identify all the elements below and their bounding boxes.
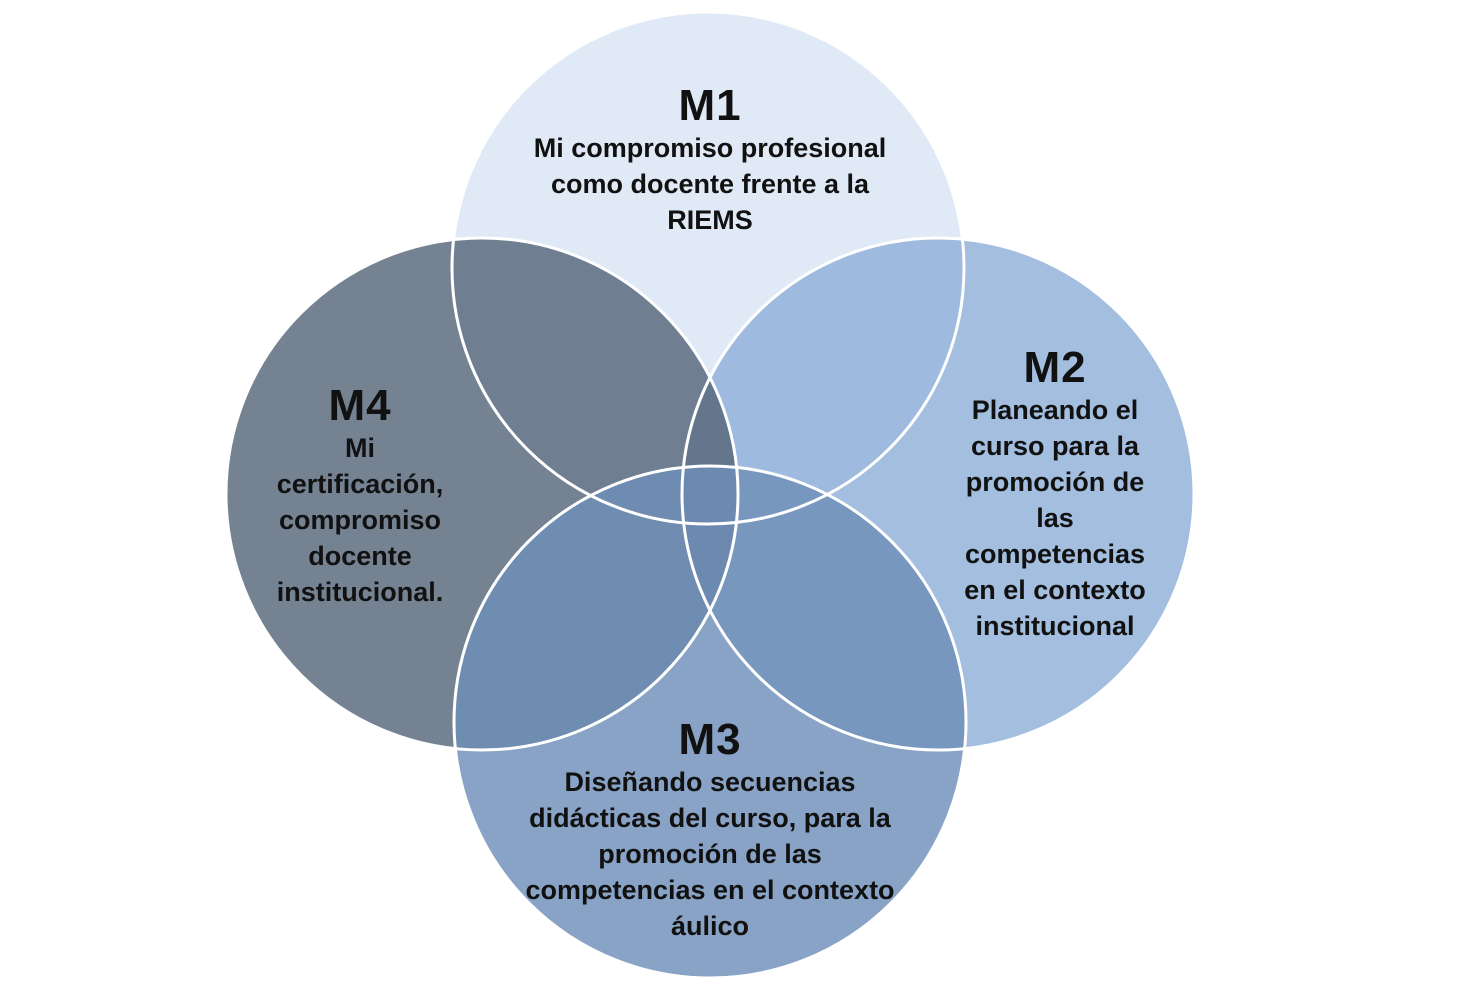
module-m1-label: M1 Mi compromiso profesional como docent…	[460, 82, 960, 238]
module-m1-code: M1	[678, 81, 742, 130]
circle-m3-outline	[452, 464, 968, 980]
circle-m3	[454, 466, 966, 978]
module-m2-description: Planeando el curso para la promoción de …	[964, 395, 1146, 641]
module-m3-label: M3 Diseñando secuencias didácticas del c…	[480, 716, 940, 944]
circle-m4-outline	[224, 236, 740, 752]
module-m1-description: Mi compromiso profesional como docente f…	[533, 133, 887, 235]
module-m2-code: M2	[1023, 343, 1087, 392]
module-m4-label: M4 Mi certificación, compromiso docente …	[240, 382, 480, 610]
module-m4-code: M4	[328, 381, 392, 430]
module-m2-label: M2 Planeando el curso para la promoción …	[930, 344, 1180, 644]
circle-m2-outline	[680, 236, 1196, 752]
module-m3-description: Diseñando secuencias didácticas del curs…	[525, 767, 895, 941]
circle-m1-outline	[450, 10, 966, 526]
module-m4-description: Mi certificación, compromiso docente ins…	[276, 433, 444, 607]
module-m3-code: M3	[678, 715, 742, 764]
